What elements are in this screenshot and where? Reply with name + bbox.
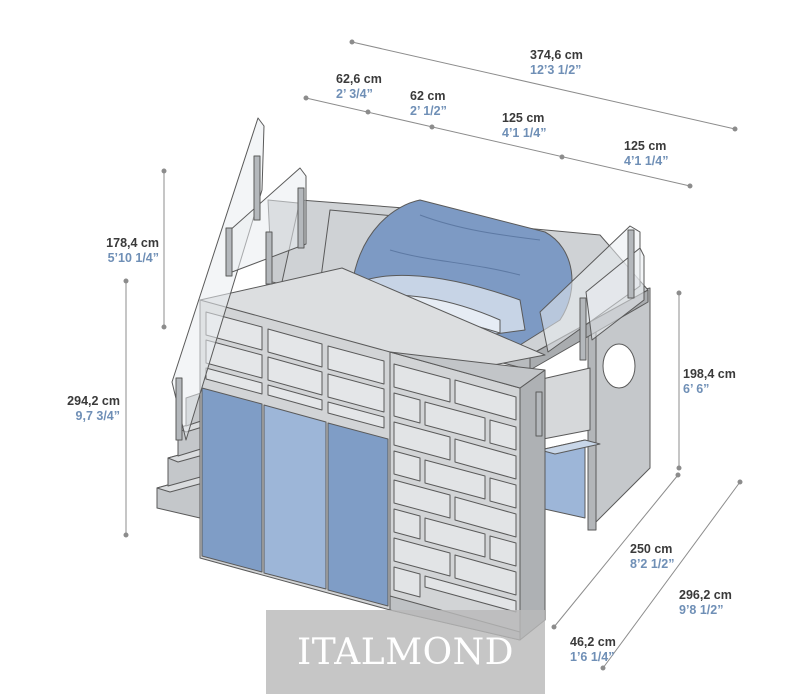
total-height-in: 9,7 3/4” bbox=[75, 409, 120, 423]
dim-line-total-depth bbox=[600, 479, 743, 671]
label-wardrobe-depth: 46,2 cm 1’6 1/4” bbox=[570, 635, 616, 665]
label-bed-depth: 250 cm 8’2 1/2” bbox=[630, 542, 674, 572]
segment-4-cm: 125 cm bbox=[624, 139, 667, 153]
rail-height-cm: 178,4 cm bbox=[106, 236, 159, 250]
total-depth-cm: 296,2 cm bbox=[679, 588, 732, 602]
label-segment-2: 62 cm 2’ 1/2” bbox=[410, 89, 447, 119]
segment-4-in: 4’1 1/4” bbox=[624, 154, 669, 168]
upper-shelves bbox=[205, 311, 385, 429]
door-right bbox=[327, 422, 389, 607]
total-length-in: 12’3 1/2” bbox=[530, 63, 582, 77]
dim-line-total-length bbox=[349, 39, 738, 132]
segment-3-in: 4’1 1/4” bbox=[502, 126, 547, 140]
bed-depth-cm: 250 cm bbox=[630, 542, 673, 556]
dim-line-bed-depth bbox=[551, 472, 681, 630]
dim-line-rail-height bbox=[161, 168, 167, 330]
bed-depth-in: 8’2 1/2” bbox=[630, 557, 675, 571]
total-height-cm: 294,2 cm bbox=[67, 394, 120, 408]
label-segment-4: 125 cm 4’1 1/4” bbox=[624, 139, 668, 169]
rail-post bbox=[175, 377, 183, 441]
segment-3-cm: 125 cm bbox=[502, 111, 545, 125]
segment-1-in: 2’ 3/4” bbox=[336, 87, 373, 101]
dim-line-under-bed-height bbox=[676, 290, 682, 471]
label-total-length: 374,6 cm 12’3 1/2” bbox=[530, 48, 583, 78]
door-center bbox=[263, 404, 327, 590]
watermark: ITALMOND bbox=[266, 610, 545, 694]
label-total-height: 294,2 cm 9,7 3/4” bbox=[30, 394, 120, 424]
label-segment-1: 62,6 cm 2’ 3/4” bbox=[336, 72, 382, 102]
total-depth-in: 9’8 1/2” bbox=[679, 603, 724, 617]
wardrobe-depth-cm: 46,2 cm bbox=[570, 635, 616, 649]
dim-line-total-height bbox=[123, 278, 129, 538]
label-under-bed-height: 198,4 cm 6’ 6” bbox=[683, 367, 736, 397]
segment-2-in: 2’ 1/2” bbox=[410, 104, 447, 118]
wardrobe-depth-in: 1’6 1/4” bbox=[570, 650, 615, 664]
segment-1-cm: 62,6 cm bbox=[336, 72, 382, 86]
label-total-depth: 296,2 cm 9’8 1/2” bbox=[679, 588, 732, 618]
watermark-text: ITALMOND bbox=[297, 631, 514, 673]
label-rail-height: 178,4 cm 5’10 1/4” bbox=[70, 236, 159, 266]
porthole bbox=[602, 343, 636, 389]
under-bed-height-cm: 198,4 cm bbox=[683, 367, 736, 381]
segment-2-cm: 62 cm bbox=[410, 89, 446, 103]
under-bed-height-in: 6’ 6” bbox=[683, 382, 710, 396]
dim-line-segments bbox=[303, 95, 693, 189]
label-segment-3: 125 cm 4’1 1/4” bbox=[502, 111, 546, 141]
total-length-cm: 374,6 cm bbox=[530, 48, 583, 62]
door-left bbox=[201, 387, 263, 573]
bookcase-cubes bbox=[393, 363, 517, 613]
rail-height-in: 5’10 1/4” bbox=[107, 251, 159, 265]
